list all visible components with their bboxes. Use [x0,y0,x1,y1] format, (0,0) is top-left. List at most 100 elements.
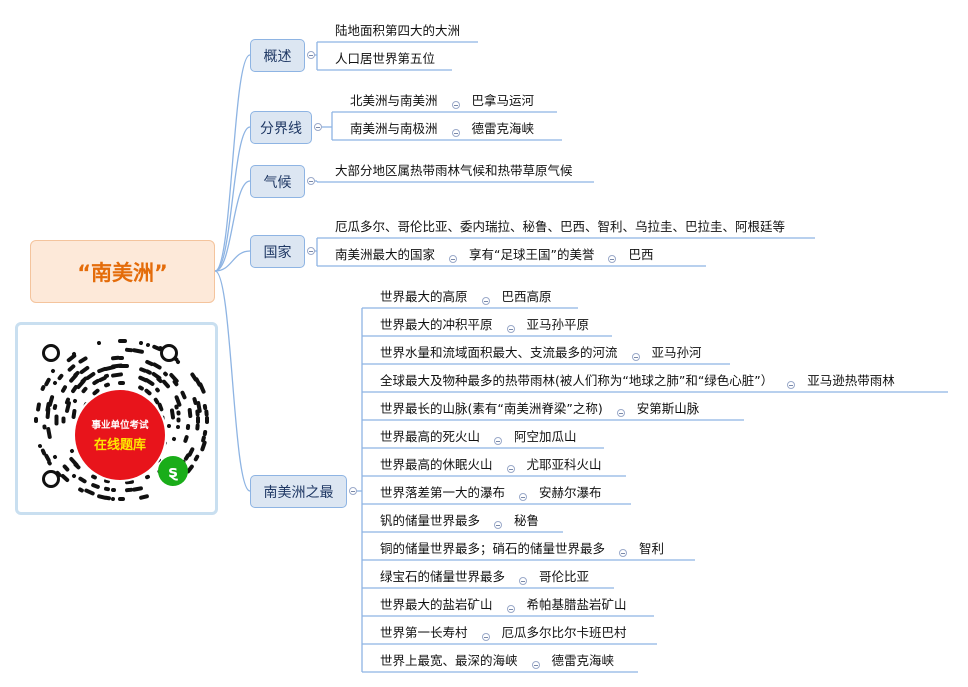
qr-module [34,417,38,423]
qr-module [118,380,125,385]
leaf-topic[interactable]: 秘鲁 [514,513,540,528]
leaf-topic[interactable]: 享有“足球王国”的美誉 [469,247,595,262]
qr-module [110,496,116,501]
leaf-topic[interactable]: 世界最长的山脉(素有“南美洲脊梁”之称) [380,401,603,416]
qr-module [103,478,111,484]
branch-topic[interactable]: 分界线 [250,111,312,144]
collapse-toggle-icon[interactable] [449,255,458,263]
connector [214,180,251,272]
qr-module [37,443,43,449]
collapse-toggle-icon[interactable] [619,549,628,557]
qr-module [169,407,175,420]
leaf-topic[interactable]: 全球最大及物种最多的热带雨林(被人们称为“地球之肺”和“绿色心脏”） [380,373,774,388]
leaf-topic[interactable]: 人口居世界第五位 [335,51,436,66]
connector [214,270,251,492]
leaf-topic[interactable]: 大部分地区属热带雨林气候和热带草原气候 [335,163,573,178]
leaf-topic[interactable]: 铜的储量世界最多；硝石的储量世界最多 [380,541,606,556]
leaf-topic[interactable]: 哥伦比亚 [539,569,590,584]
collapse-toggle-icon[interactable] [506,605,515,613]
leaf-topic[interactable]: 世界最高的死火山 [380,429,481,444]
leaf-topic[interactable]: 世界最高的休眠火山 [380,457,493,472]
leaf-topic[interactable]: 南美洲最大的国家 [335,247,436,262]
leaf-topic[interactable]: 世界最大的盐岩矿山 [380,597,493,612]
qr-badge-line1: 事业单位考试 [91,420,149,431]
leaf-topic[interactable]: 世界水量和流域面积最大、支流最多的河流 [380,345,618,360]
leaf-topic[interactable]: 世界最大的高原 [380,289,468,304]
leaf-topic[interactable]: 智利 [639,541,665,556]
collapse-toggle-icon[interactable] [451,101,460,109]
collapse-toggle-icon[interactable] [307,177,315,185]
qr-module [61,416,66,424]
collapse-toggle-icon[interactable] [506,465,515,473]
collapse-toggle-icon[interactable] [314,123,322,131]
leaf-topic[interactable]: 德雷克海峡 [471,121,535,136]
leaf-topic[interactable]: 安第斯山脉 [636,401,700,416]
qr-badge: 事业单位考试 在线题库 [75,390,165,480]
collapse-toggle-icon[interactable] [494,521,503,529]
collapse-toggle-icon[interactable] [494,437,503,445]
qr-finder [160,344,178,362]
leaf-topic[interactable]: 亚马逊热带雨林 [807,373,895,388]
root-topic[interactable]: “南美洲” [30,240,215,303]
leaf-topic[interactable]: 厄瓜多尔比尔卡班巴村 [501,625,627,640]
branch-topic[interactable]: 气候 [250,165,305,198]
collapse-toggle-icon[interactable] [481,633,490,641]
collapse-toggle-icon[interactable] [506,325,515,333]
qr-module [194,409,200,418]
collapse-toggle-icon[interactable] [519,577,528,585]
leaf-topic[interactable]: 世界上最宽、最深的海峡 [380,653,518,668]
qr-module [118,338,127,343]
leaf-topic[interactable]: 德雷克海峡 [551,653,615,668]
collapse-toggle-icon[interactable] [519,493,528,501]
leaf-topic[interactable]: 希帕基腊盐岩矿山 [526,597,627,612]
qr-module [118,364,129,369]
leaf-topic[interactable]: 阿空加瓜山 [514,429,577,444]
qr-module [176,417,181,423]
qr-module [175,424,180,429]
leaf-topic[interactable]: 巴西高原 [501,289,552,304]
leaf-topic[interactable]: 亚马孙平原 [526,317,590,332]
leaf-topic[interactable]: 绿宝石的储量世界最多 [380,569,506,584]
branch-topic[interactable]: 国家 [250,235,305,268]
leaf-topic[interactable]: 亚马孙河 [651,345,702,360]
leaf-topic[interactable]: 厄瓜多尔、哥伦比亚、委内瑞拉、秘鲁、巴西、智利、乌拉圭、巴拉圭、阿根廷等 [335,219,786,234]
leaf-topic[interactable]: 安赫尔瀑布 [539,485,602,500]
collapse-toggle-icon[interactable] [307,247,315,255]
qr-module [118,355,124,360]
qr-module [203,409,209,418]
collapse-toggle-icon[interactable] [307,51,315,59]
leaf-topic[interactable]: 尤耶亚科火山 [526,457,602,472]
qr-module [118,497,125,502]
leaf-topic[interactable]: 世界最大的冲积平原 [380,317,493,332]
leaf-topic[interactable]: 北美洲与南美洲 [350,93,438,108]
qr-finder [42,470,60,488]
connector [214,250,251,272]
leaf-topic[interactable]: 南美洲与南极洲 [350,121,438,136]
connector [214,54,251,272]
qr-module [187,408,193,419]
qr-module [205,416,209,424]
branch-topic[interactable]: 概述 [250,39,305,72]
qr-module [194,422,200,431]
qr-module [54,414,59,426]
branch-topic[interactable]: 南美洲之最 [250,475,347,508]
collapse-toggle-icon[interactable] [481,297,490,305]
qr-badge-line2: 在线题库 [93,438,146,453]
connector [214,126,251,272]
qr-module [185,423,190,430]
mini-program-icon: ȿ [158,456,188,486]
collapse-toggle-icon[interactable] [349,487,357,495]
collapse-toggle-icon[interactable] [608,255,617,263]
collapse-toggle-icon[interactable] [531,661,540,669]
leaf-topic[interactable]: 巴拿马运河 [471,93,535,108]
leaf-topic[interactable]: 钒的储量世界最多 [380,513,481,528]
collapse-toggle-icon[interactable] [451,129,460,137]
collapse-toggle-icon[interactable] [631,353,640,361]
collapse-toggle-icon[interactable] [787,381,796,389]
leaf-topic[interactable]: 陆地面积第四大的大洲 [335,23,461,38]
leaf-topic[interactable]: 世界第一长寿村 [380,625,468,640]
collapse-toggle-icon[interactable] [616,409,625,417]
leaf-topic[interactable]: 巴西 [628,247,654,262]
leaf-topic[interactable]: 世界落差第一大的瀑布 [380,485,506,500]
